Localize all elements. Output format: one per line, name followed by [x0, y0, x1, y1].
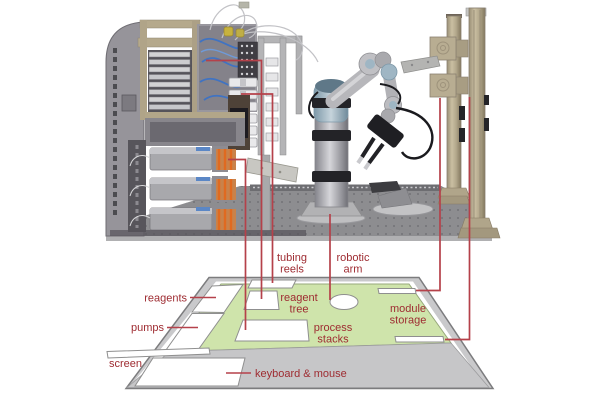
frame-tab: [459, 106, 465, 120]
label-robotic-arm-2: arm: [344, 264, 363, 276]
dock-top: [369, 181, 401, 193]
mid-shelf-contents: [150, 122, 236, 142]
callout-lines: [167, 59, 471, 374]
gripper-body: [367, 114, 404, 148]
floorplan-robot-position: [329, 294, 359, 310]
column-foot: [437, 195, 471, 205]
pump-row: [129, 146, 236, 172]
valve-rack-slats: [148, 51, 191, 110]
mid-shelf-beam: [145, 112, 245, 118]
floorplan-process-stacks-box: [234, 319, 310, 342]
label-tubing-reels-1: tubing: [277, 252, 307, 264]
label-pumps: pumps: [131, 322, 165, 334]
callout-tubing-reels: [241, 93, 274, 283]
front-foot: [457, 227, 501, 239]
wrist-cap: [389, 101, 397, 109]
label-reagents: reagents: [144, 293, 187, 305]
rack-beam: [137, 37, 201, 48]
label-reagent-tree-1: reagent: [280, 292, 317, 304]
label-module-storage-2: storage: [390, 315, 427, 327]
frame-tab: [484, 95, 489, 105]
tube-fitting: [238, 1, 250, 9]
floorplan: [106, 276, 495, 390]
floorplan-module-strip-bottom: [394, 336, 445, 343]
panel-bracket: [121, 94, 137, 112]
rack-left-post: [140, 20, 147, 120]
robot-cables: [308, 83, 434, 160]
plate-hole: [410, 63, 414, 67]
labels: tubing reels robotic arm reagents reagen…: [109, 252, 426, 380]
frame-column-front: [468, 7, 486, 231]
robot-pedestal: [314, 114, 349, 208]
frame-tab: [484, 118, 489, 131]
photo-equipment-rack: [105, 1, 319, 237]
overhead-tubing: [209, 4, 319, 63]
floorplan-screen-strip: [106, 347, 211, 359]
storage-modules: [429, 36, 469, 98]
callout-module-storage-top: [416, 98, 441, 292]
photo-pendant-dock: [369, 181, 434, 216]
label-tubing-reels-2: reels: [280, 264, 304, 276]
rack-mid-post: [192, 20, 199, 120]
pump-row: [129, 206, 236, 232]
yellow-fitting: [223, 26, 234, 37]
pedestal-band: [312, 130, 351, 141]
callout-module-storage-bottom: [445, 97, 471, 341]
photo-robot-arm: [296, 51, 434, 224]
label-robotic-arm-1: robotic: [336, 252, 370, 264]
label-screen: screen: [109, 358, 142, 370]
floorplan-tubing-reels-box: [247, 279, 297, 289]
floorplan-keyboard-box: [134, 357, 246, 387]
wrist-joint-blue: [380, 63, 398, 81]
callout-process-stacks: [228, 158, 247, 330]
gripper-plate: [400, 55, 441, 74]
label-module-storage-1: module: [390, 303, 426, 315]
pump-row: [129, 176, 236, 202]
table-front-face: [106, 236, 492, 241]
yellow-fitting: [235, 28, 245, 38]
pedestal-band: [312, 171, 351, 182]
floorplan-reagents-box: [190, 283, 244, 314]
label-reagent-tree-2: tree: [290, 304, 309, 316]
plate-hole: [426, 60, 430, 64]
gripper-fingers: [356, 136, 385, 171]
callout-reagent-tree: [206, 59, 263, 299]
rack-top-beam: [139, 19, 201, 29]
label-process-stacks-1: process: [314, 322, 353, 334]
dock-body: [377, 187, 413, 209]
photo-module-storage-frame: [400, 7, 501, 239]
floorplan-module-strip-top: [377, 288, 417, 294]
label-keyboard-mouse: keyboard & mouse: [255, 368, 347, 380]
chute-hole: [278, 170, 282, 174]
frame-tab: [459, 128, 465, 142]
rack-base-shadow: [110, 230, 306, 236]
pump-units: [129, 146, 236, 232]
label-process-stacks-2: stacks: [317, 334, 349, 346]
elbow-cap: [365, 59, 375, 69]
